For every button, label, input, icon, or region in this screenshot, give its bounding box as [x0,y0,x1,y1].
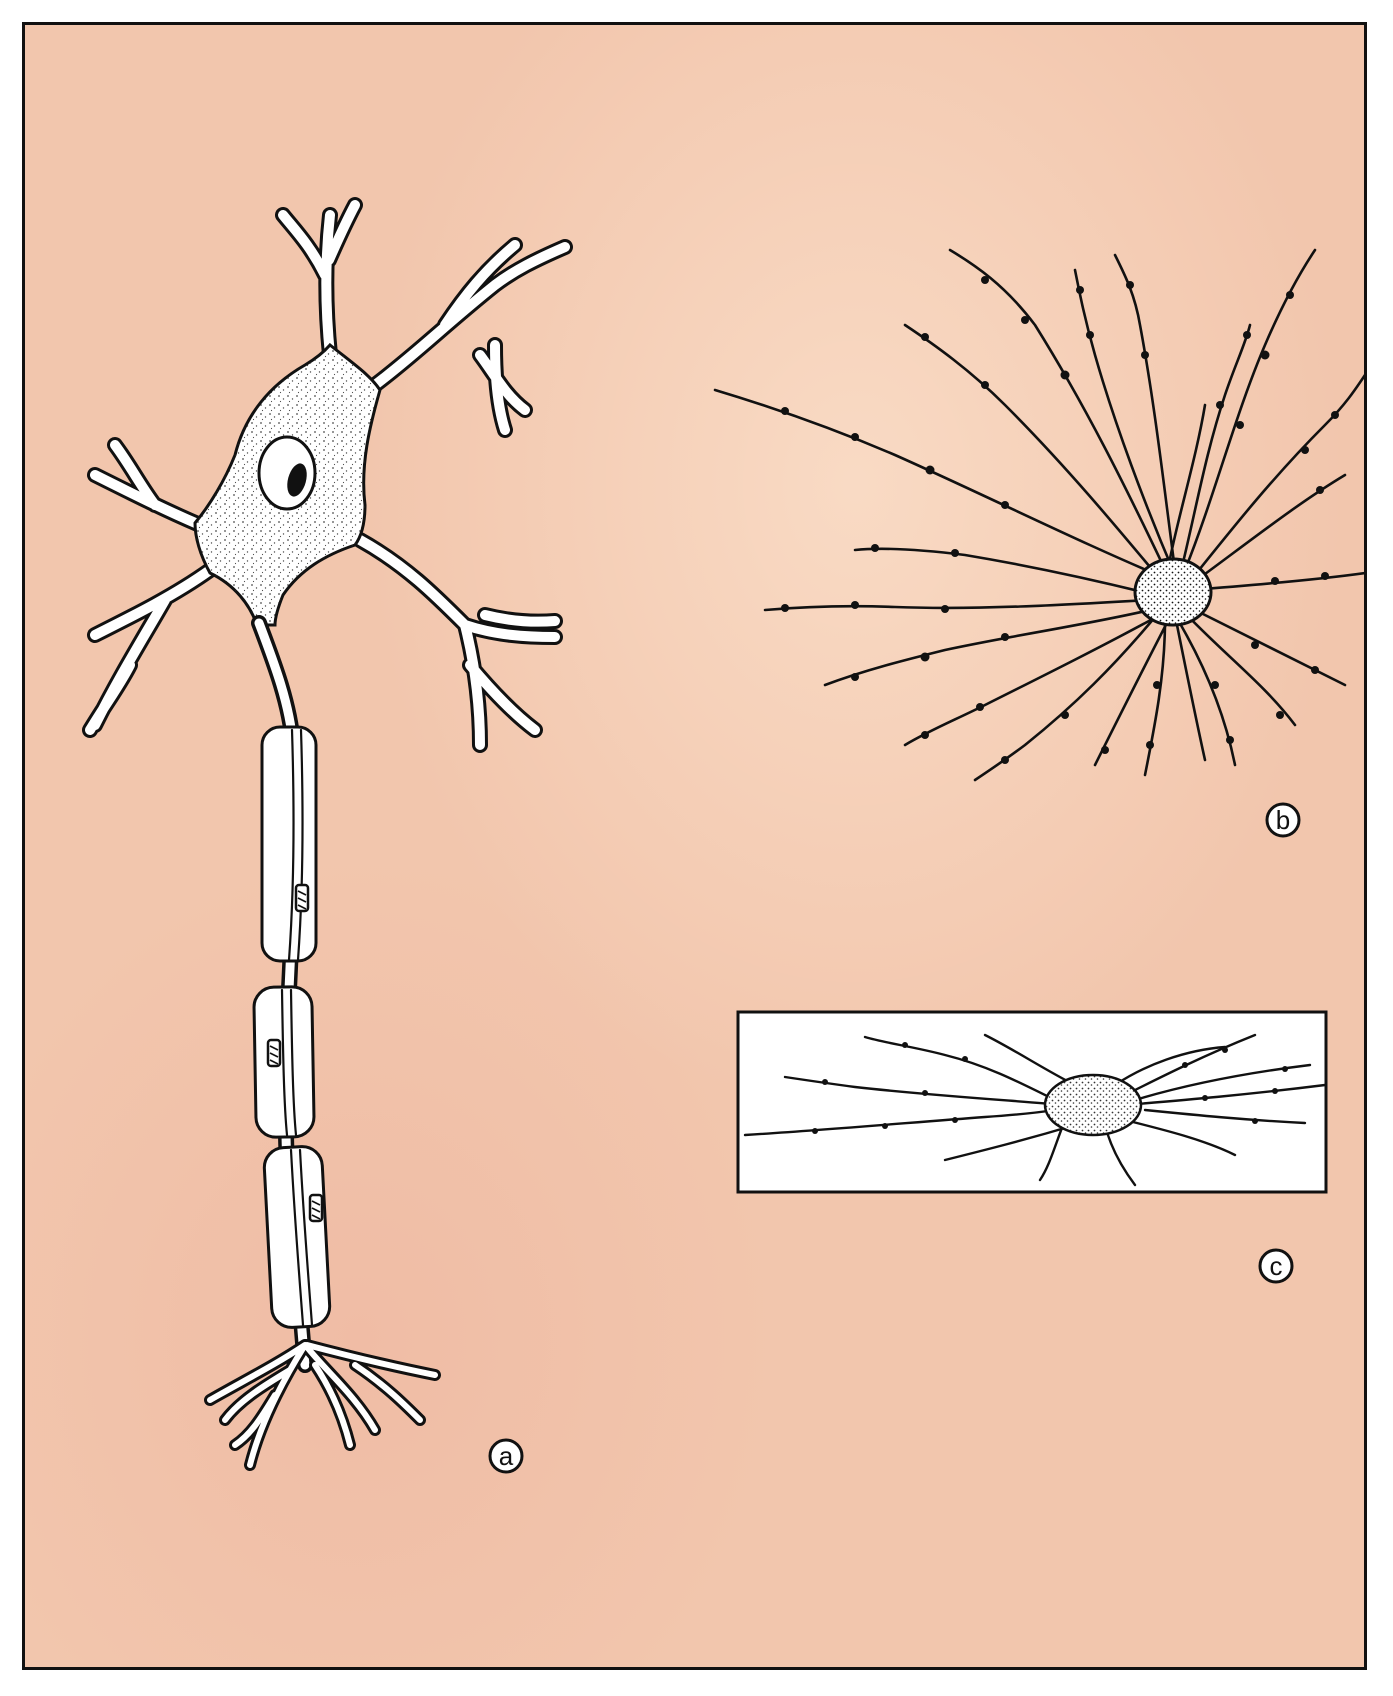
neuron-dendrites [82,197,573,753]
myelin-segment-1 [260,725,318,963]
panel-a-neuron: a [82,197,573,1474]
panel-b-processes [713,248,1364,782]
figure-art: a [82,197,1364,1474]
panel-a-label-text: a [499,1441,514,1471]
panel-c-label-text: c [1270,1251,1283,1281]
myelin-sheath-segments [252,725,332,1329]
figure-frame: a [22,22,1367,1670]
panel-b-label: b [1265,802,1301,838]
panel-c-varicosities [812,1042,1288,1134]
panel-b-label-text: b [1276,805,1290,835]
panel-b-star-cell: b [713,248,1364,838]
panel-c-label: c [1258,1248,1294,1284]
panel-a-label: a [488,1438,524,1474]
panel-b-varicosities [781,276,1339,764]
neuron-nucleolus [287,463,307,497]
panel-c-elongated-cell: c [736,1010,1328,1284]
axon-terminals [204,1339,441,1471]
